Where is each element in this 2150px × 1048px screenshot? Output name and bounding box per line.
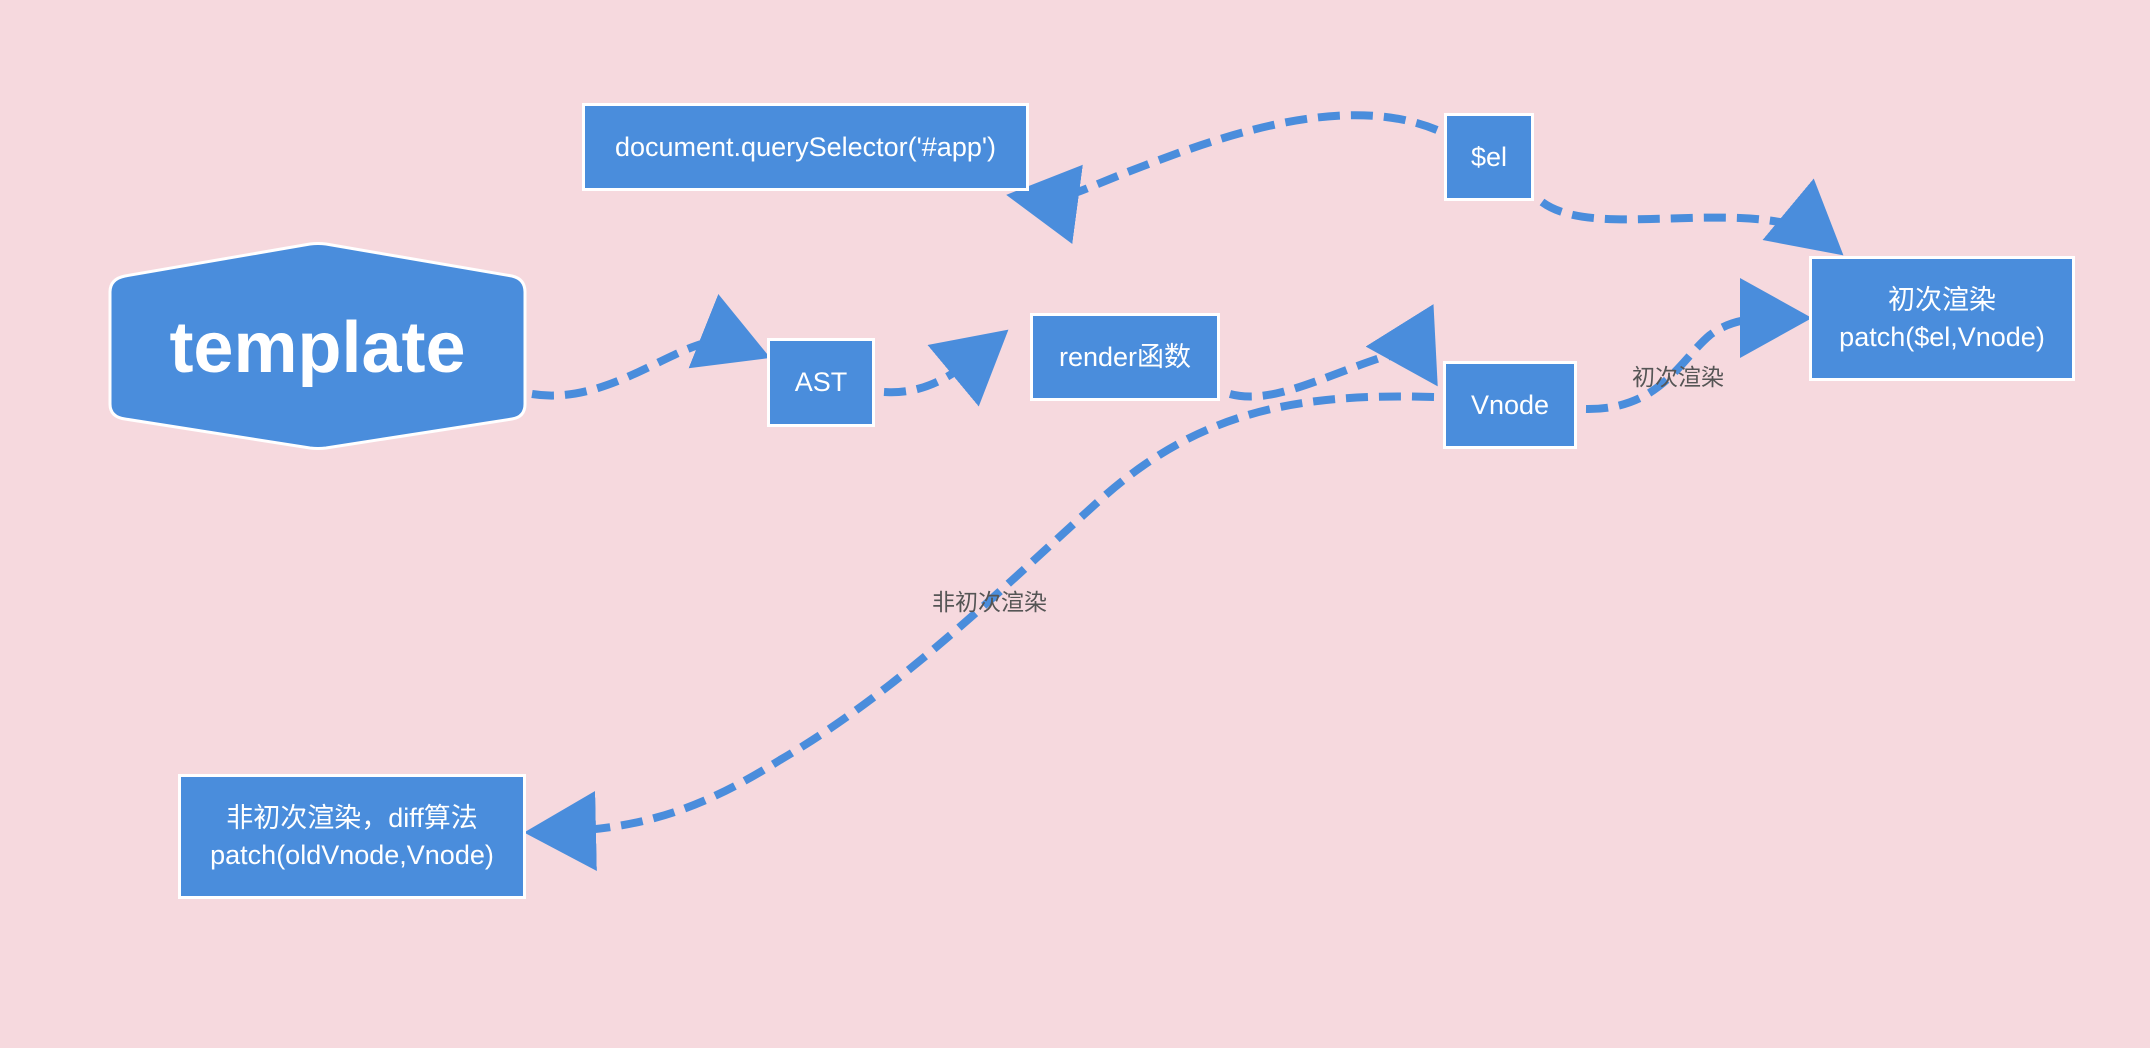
- edge-el-to-initial-patch: [1539, 178, 1844, 256]
- template-hexagon: [108, 242, 527, 450]
- non-initial-render-edge-label: 非初次渲染: [932, 590, 1047, 616]
- el-node: $el: [1444, 113, 1534, 201]
- edge-ast-to-render: [883, 329, 1009, 407]
- initial-patch-node: 初次渲染 patch($el,Vnode): [1809, 256, 2075, 381]
- vnode-label: Vnode: [1470, 389, 1550, 420]
- ast-label: AST: [794, 367, 848, 398]
- edge-vnode-to-diff-patch: [524, 392, 1435, 871]
- query-selector-node: document.querySelector('#app'): [582, 103, 1029, 191]
- query-selector-label: document.querySelector('#app'): [614, 131, 997, 162]
- template-node-label: template: [169, 307, 466, 388]
- render-node: render函数: [1030, 313, 1220, 401]
- template-node: template: [110, 245, 525, 450]
- el-label: $el: [1470, 141, 1508, 172]
- edge-render-to-vnode: [1228, 304, 1438, 401]
- edge-el-to-query: [1006, 111, 1439, 244]
- edge-template-to-ast: [531, 294, 771, 400]
- ast-node: AST: [767, 338, 875, 427]
- initial-patch-line2: patch($el,Vnode): [1839, 321, 2045, 352]
- diff-patch-line1: 非初次渲染，diff算法: [226, 803, 478, 834]
- initial-render-edge-label: 初次渲染: [1632, 365, 1724, 391]
- diff-patch-node: 非初次渲染，diff算法 patch(oldVnode,Vnode): [178, 774, 526, 899]
- vnode-node: Vnode: [1443, 361, 1577, 449]
- render-label: render函数: [1058, 341, 1192, 372]
- diff-patch-line2: patch(oldVnode,Vnode): [210, 839, 494, 870]
- initial-patch-line1: 初次渲染: [1888, 285, 1996, 316]
- edge-vnode-to-initial-patch: [1585, 277, 1812, 414]
